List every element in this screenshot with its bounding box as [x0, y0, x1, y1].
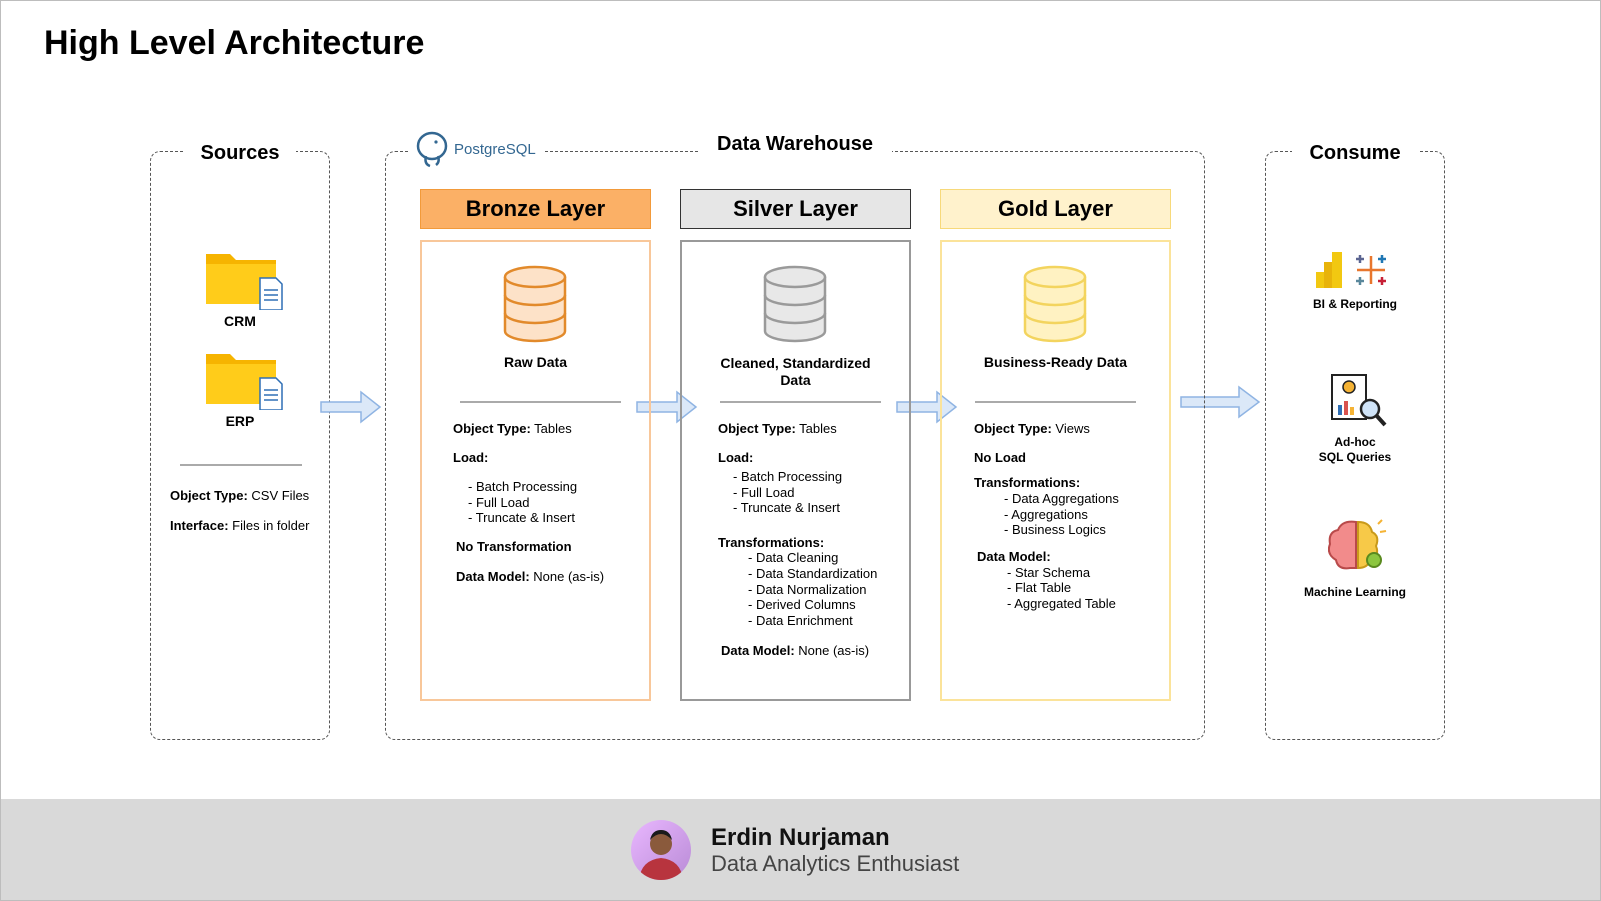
consume-ml-label: Machine Learning — [1303, 585, 1407, 599]
warehouse-title: Data Warehouse — [698, 133, 892, 156]
source-crm-label: CRM — [224, 313, 256, 329]
silver-divider — [720, 401, 881, 403]
gold-transform-item: - Data Aggregations — [1004, 491, 1119, 506]
sources-title: Sources — [184, 142, 296, 165]
bronze-data-model: Data Model: None (as-is) — [456, 569, 605, 584]
bronze-database-icon — [503, 265, 567, 343]
silver-data-model: Data Model: None (as-is) — [721, 643, 870, 658]
bronze-layer-box — [420, 240, 651, 701]
bronze-load-item: - Truncate & Insert — [468, 510, 575, 525]
silver-database-icon — [763, 265, 827, 343]
silver-transform-item: - Derived Columns — [748, 597, 856, 612]
gold-object-type: Object Type: Views — [974, 421, 1090, 436]
gold-model-item: - Star Schema — [1007, 565, 1091, 580]
silver-layer-header: Silver Layer — [680, 189, 911, 229]
footer-bar — [1, 799, 1600, 900]
consume-title: Consume — [1292, 142, 1418, 165]
silver-load-label: Load: — [718, 450, 754, 465]
silver-layer-box — [680, 240, 911, 701]
gold-transform-item: - Aggregations — [1004, 507, 1088, 522]
silver-transform-item: - Data Cleaning — [748, 550, 839, 565]
gold-model-label: Data Model: — [977, 549, 1051, 564]
erp-folder-icon — [206, 354, 283, 410]
consume-sql-label-line2: SQL Queries — [1318, 450, 1392, 464]
silver-transform-label: Transformations: — [718, 535, 825, 550]
silver-load-item: - Batch Processing — [733, 469, 843, 484]
consume-bi-label: BI & Reporting — [1313, 297, 1397, 311]
arrow-gold-to-consume — [1180, 385, 1261, 419]
gold-model-item: - Aggregated Table — [1007, 596, 1116, 611]
bronze-layer-header: Bronze Layer — [420, 189, 651, 229]
sql-report-search-icon — [1331, 374, 1387, 427]
author-role: Data Analytics Enthusiast — [711, 851, 960, 876]
bronze-divider — [460, 401, 621, 403]
gold-layer-header: Gold Layer — [940, 189, 1171, 229]
sources-divider — [180, 464, 302, 466]
bronze-caption: Raw Data — [503, 354, 568, 370]
sources-object-type: Object Type: CSV Files — [170, 488, 310, 503]
bronze-object-type: Object Type: Tables — [453, 421, 572, 436]
machine-learning-brain-icon — [1328, 519, 1387, 570]
bronze-transform-label: No Transformation — [456, 539, 572, 554]
postgresql-text: PostgreSQL — [454, 140, 536, 158]
avatar — [631, 820, 691, 880]
gold-caption: Business-Ready Data — [983, 354, 1128, 370]
page-title: High Level Architecture — [44, 24, 425, 62]
gold-transform-item: - Business Logics — [1004, 522, 1106, 537]
postgresql-elephant-icon — [416, 131, 448, 168]
consume-sql-label-line1: Ad-hoc — [1334, 435, 1376, 449]
silver-load-item: - Full Load — [733, 485, 795, 500]
silver-transform-item: - Data Normalization — [748, 582, 867, 597]
postgresql-logo: PostgreSQL — [410, 130, 544, 168]
source-erp-label: ERP — [225, 413, 255, 429]
bronze-load-item: - Full Load — [468, 495, 530, 510]
sources-group — [150, 151, 330, 740]
gold-layer-box — [940, 240, 1171, 701]
gold-divider — [975, 401, 1136, 403]
crm-folder-icon — [206, 254, 283, 310]
gold-load-label: No Load — [974, 450, 1026, 465]
sources-interface: Interface: Files in folder — [170, 518, 310, 533]
silver-caption: Cleaned, Standardized Data — [720, 355, 871, 388]
power-bi-tableau-icon — [1316, 252, 1386, 288]
author-name: Erdin Nurjaman — [711, 824, 890, 851]
silver-transform-item: - Data Standardization — [748, 566, 878, 581]
arrow-sources-to-bronze — [320, 390, 382, 424]
silver-load-item: - Truncate & Insert — [733, 500, 840, 515]
gold-transform-label: Transformations: — [974, 475, 1081, 490]
bronze-load-label: Load: — [453, 450, 489, 465]
person-avatar-icon — [639, 830, 683, 880]
gold-database-icon — [1023, 265, 1087, 343]
bronze-load-item: - Batch Processing — [468, 479, 578, 494]
silver-object-type: Object Type: Tables — [718, 421, 837, 436]
gold-model-item: - Flat Table — [1007, 580, 1072, 595]
silver-transform-item: - Data Enrichment — [748, 613, 853, 628]
